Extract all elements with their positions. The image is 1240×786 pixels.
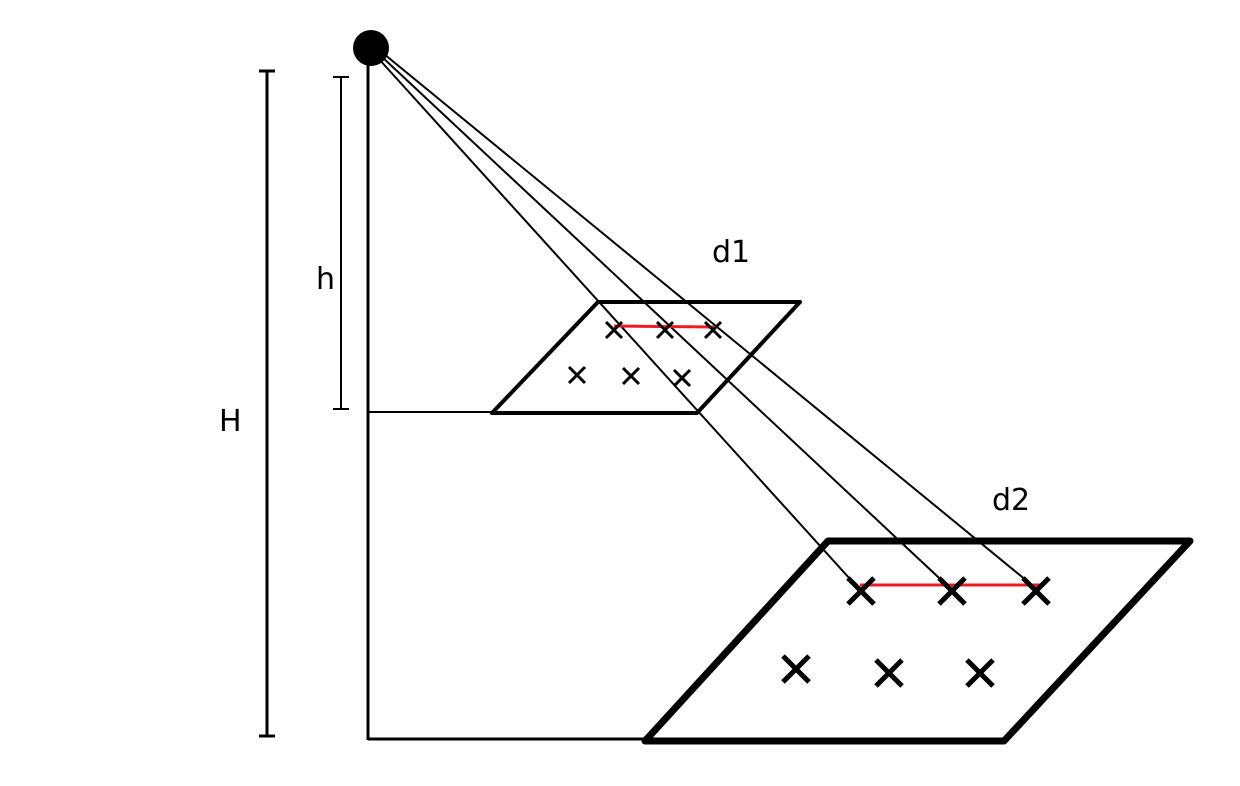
dimension-H <box>259 69 275 738</box>
plane-d1 <box>490 300 802 415</box>
x-mark <box>567 365 587 385</box>
label-H: H <box>219 404 242 439</box>
x-mark <box>1021 576 1051 606</box>
x-mark <box>965 658 995 688</box>
highlight-segment-d1 <box>613 324 715 329</box>
label-h: h <box>316 262 335 297</box>
x-mark <box>781 654 811 684</box>
x-mark <box>604 320 624 340</box>
label-d1: d1 <box>712 235 750 270</box>
plane-d2 <box>641 537 1194 745</box>
x-mark <box>703 320 723 340</box>
x-mark <box>672 368 692 388</box>
marks-d1 <box>567 320 723 388</box>
label-d2: d2 <box>992 483 1030 518</box>
x-mark <box>621 366 641 386</box>
projection-rays <box>377 53 1039 591</box>
x-mark <box>655 320 675 340</box>
x-mark <box>846 576 876 606</box>
marks-d2 <box>781 576 1051 688</box>
x-mark <box>937 576 967 606</box>
source-point <box>353 30 389 66</box>
x-mark <box>874 658 904 688</box>
dimension-h <box>333 76 349 410</box>
